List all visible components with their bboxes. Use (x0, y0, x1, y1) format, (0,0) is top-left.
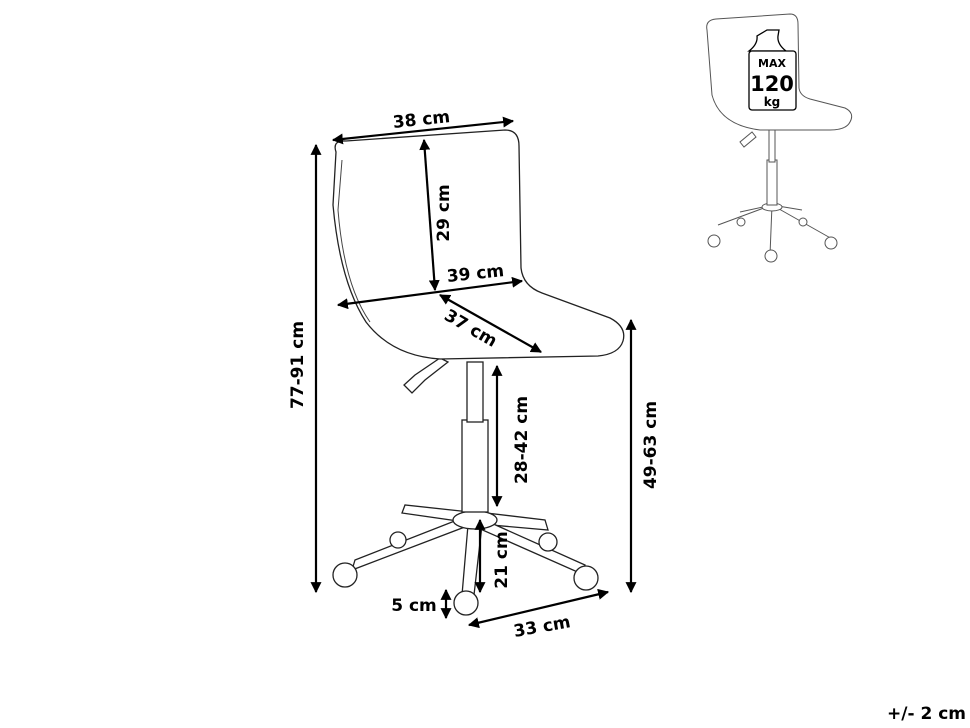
weight-badge-max: MAX (758, 57, 786, 70)
chair-main-drawing (332, 129, 625, 616)
leg-length-label: 33 cm (512, 612, 572, 642)
gas-lift-column (466, 361, 484, 423)
seat-height-label: 49-63 cm (641, 401, 661, 489)
weight-icon: MAX 120 kg (747, 29, 797, 111)
wheel (538, 532, 558, 552)
back-height-label: 29 cm (434, 184, 454, 241)
wheel (332, 562, 358, 588)
wheel (453, 590, 479, 616)
lift-range-label: 28-42 cm (512, 396, 532, 484)
weight-badge-unit: kg (764, 95, 781, 109)
gas-cylinder (461, 419, 489, 513)
wheel-height-label: 5 cm (391, 596, 437, 616)
total-height-label: 77-91 cm (288, 321, 308, 409)
wheel (389, 531, 407, 549)
tolerance-note: +/- 2 cm (887, 704, 966, 724)
weight-badge-value: 120 (750, 72, 794, 96)
height-lever (403, 357, 450, 394)
wheel (573, 565, 599, 591)
dimension-lines (310, 116, 637, 629)
chair-base (332, 504, 599, 616)
chair-thumbnail: MAX 120 kg (706, 13, 853, 263)
base-height-label: 21 cm (492, 531, 512, 588)
